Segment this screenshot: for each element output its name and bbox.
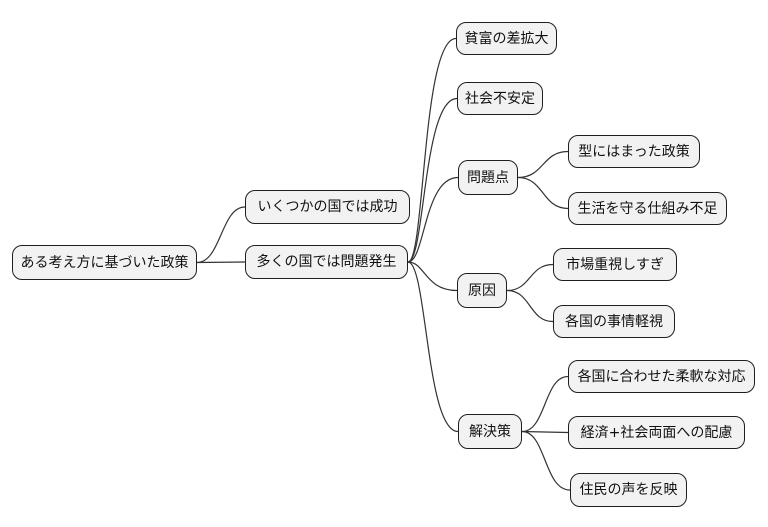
edge-causes-to-national-circumstances [506,289,554,323]
edge-causes-to-market [506,263,554,292]
edge-problems-to-social-instability [407,97,458,263]
node-problem-points[interactable]: 問題点 [458,160,518,195]
node-economy-society-balance[interactable]: 経済+社会両面への配慮 [568,416,745,449]
edge-root-to-problems [196,261,246,264]
edge-problem-points-to-safety-net [517,176,569,210]
edge-solutions-to-flexible-response [521,375,569,433]
edge-root-to-success [196,206,246,264]
node-solutions[interactable]: 解決策 [458,414,522,449]
node-social-instability[interactable]: 社会不安定 [457,82,543,115]
edge-problems-to-problem-points [407,176,459,263]
edge-solutions-to-resident-voices [521,430,571,491]
edge-problem-points-to-rigid-policy [517,150,569,179]
node-market-overemphasis[interactable]: 市場重視しすぎ [553,248,677,281]
node-wealth-gap[interactable]: 貧富の差拡大 [456,22,557,55]
node-root-policy[interactable]: ある考え方に基づいた政策 [12,245,197,280]
node-flexible-response[interactable]: 各国に合わせた柔軟な対応 [568,360,755,393]
edge-problems-to-solutions [407,261,459,433]
node-ignoring-national-circumstances[interactable]: 各国の事情軽視 [553,305,675,338]
node-resident-voices[interactable]: 住民の声を反映 [570,473,687,507]
node-rigid-policy[interactable]: 型にはまった政策 [568,135,700,168]
edge-solutions-to-economy-society [521,430,569,434]
node-many-countries-problems[interactable]: 多くの国では問題発生 [245,245,408,279]
node-some-countries-success[interactable]: いくつかの国では成功 [245,190,410,224]
node-causes[interactable]: 原因 [457,273,507,308]
node-insufficient-safety-net[interactable]: 生活を守る仕組み不足 [568,192,727,225]
edge-problems-to-wealth-gap [407,37,457,263]
edge-problems-to-causes [407,261,458,292]
